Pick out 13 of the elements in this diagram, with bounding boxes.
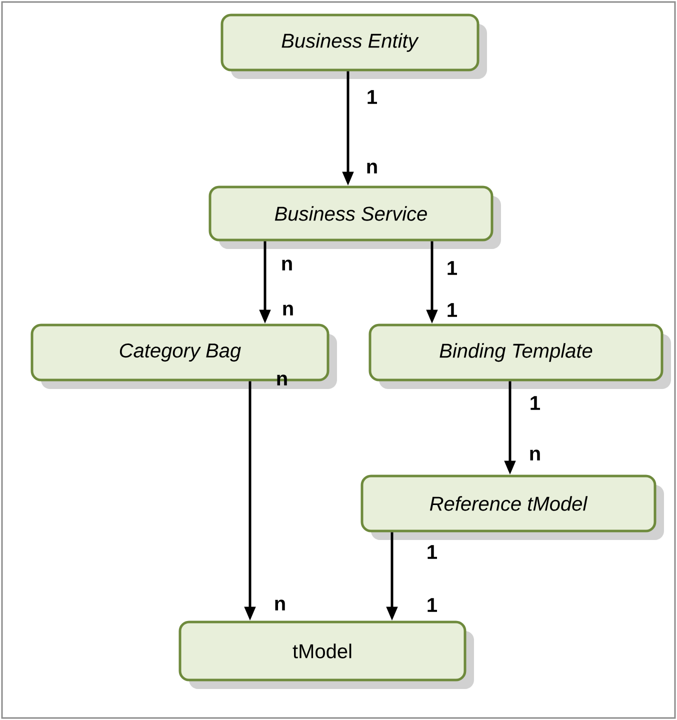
entity-box: Binding Template (368, 324, 671, 389)
entity-box: Business Entity (220, 14, 487, 79)
entity-box: tModel (178, 620, 474, 689)
cardinality-label: n (283, 304, 293, 316)
cardinality-label: 1 (448, 261, 457, 275)
cardinality-label: n (530, 450, 540, 460)
cardinality-label: 1 (368, 90, 377, 104)
cardinality-label: 1 (448, 303, 457, 317)
cardinality-label: n (367, 162, 377, 174)
cardinality-label: n (282, 260, 292, 270)
entity-box: Reference tModel (360, 474, 664, 540)
cardinality-label: n (277, 374, 287, 386)
entity-box: Business Service (208, 186, 501, 249)
